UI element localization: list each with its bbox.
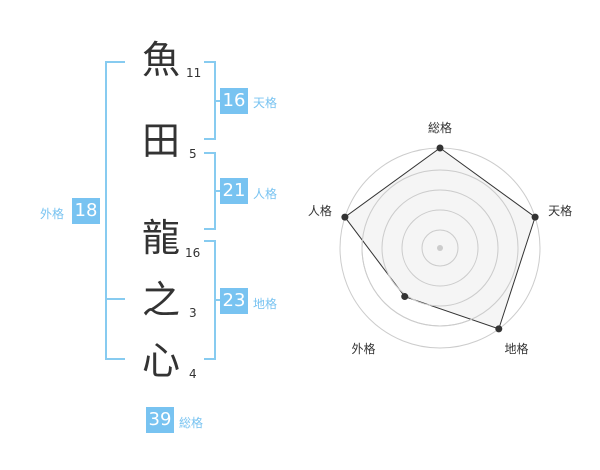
- soukaku-label: 総格: [179, 416, 204, 430]
- radar-point-2: [531, 213, 539, 221]
- chikaku-bracket-tick: [216, 299, 220, 301]
- gaikaku-bracket-divider: [105, 298, 125, 300]
- tenkaku-value: 16: [220, 88, 248, 114]
- chikaku-value: 23: [220, 288, 248, 314]
- radar-axis-label-2: 天格: [548, 203, 572, 218]
- name-char-2: 田: [141, 119, 180, 163]
- stroke-count-2: 5: [189, 147, 197, 161]
- soukaku-value: 39: [146, 407, 174, 433]
- jinkaku-bracket-tick: [216, 190, 220, 192]
- name-char-5: 心: [141, 339, 180, 383]
- tenkaku-bracket-tick: [216, 100, 220, 102]
- stroke-count-1: 11: [186, 66, 202, 80]
- gaikaku-value: 18: [72, 198, 100, 224]
- radar-ring-overlay-4: [421, 229, 459, 267]
- tenkaku-label: 天格: [253, 96, 278, 110]
- radar-point-5: [341, 213, 349, 221]
- jinkaku-label: 人格: [253, 187, 278, 201]
- stroke-count-3: 16: [185, 246, 201, 260]
- radar-ring-overlay-1: [361, 169, 519, 327]
- gaikaku-bracket: [105, 61, 125, 360]
- stroke-count-5: 4: [189, 367, 197, 381]
- gaikaku-label: 外格: [40, 207, 65, 221]
- radar-axis-label-1: 総格: [428, 120, 452, 135]
- chikaku-bracket: [204, 240, 216, 360]
- chikaku-label: 地格: [253, 297, 278, 311]
- jinkaku-value: 21: [220, 178, 248, 204]
- radar-ring-overlay-3: [401, 209, 479, 287]
- radar-axis-label-5: 人格: [308, 203, 332, 218]
- name-char-1: 魚: [141, 38, 180, 82]
- radar-data-polygon: [344, 147, 536, 330]
- radar-axis-label-4: 外格: [351, 341, 375, 356]
- radar-point-4: [401, 293, 409, 301]
- radar-axis-label-3: 地格: [505, 341, 529, 356]
- radar-point-1: [436, 144, 444, 152]
- radar-point-3: [495, 325, 503, 333]
- tenkaku-bracket: [204, 61, 216, 140]
- jinkaku-bracket: [204, 152, 216, 230]
- stroke-count-4: 3: [189, 306, 197, 320]
- radar-center-dot-overlay: [437, 245, 443, 251]
- name-char-3: 龍: [141, 216, 180, 260]
- radar-ring-overlay-2: [381, 189, 499, 307]
- name-char-4: 之: [141, 278, 180, 322]
